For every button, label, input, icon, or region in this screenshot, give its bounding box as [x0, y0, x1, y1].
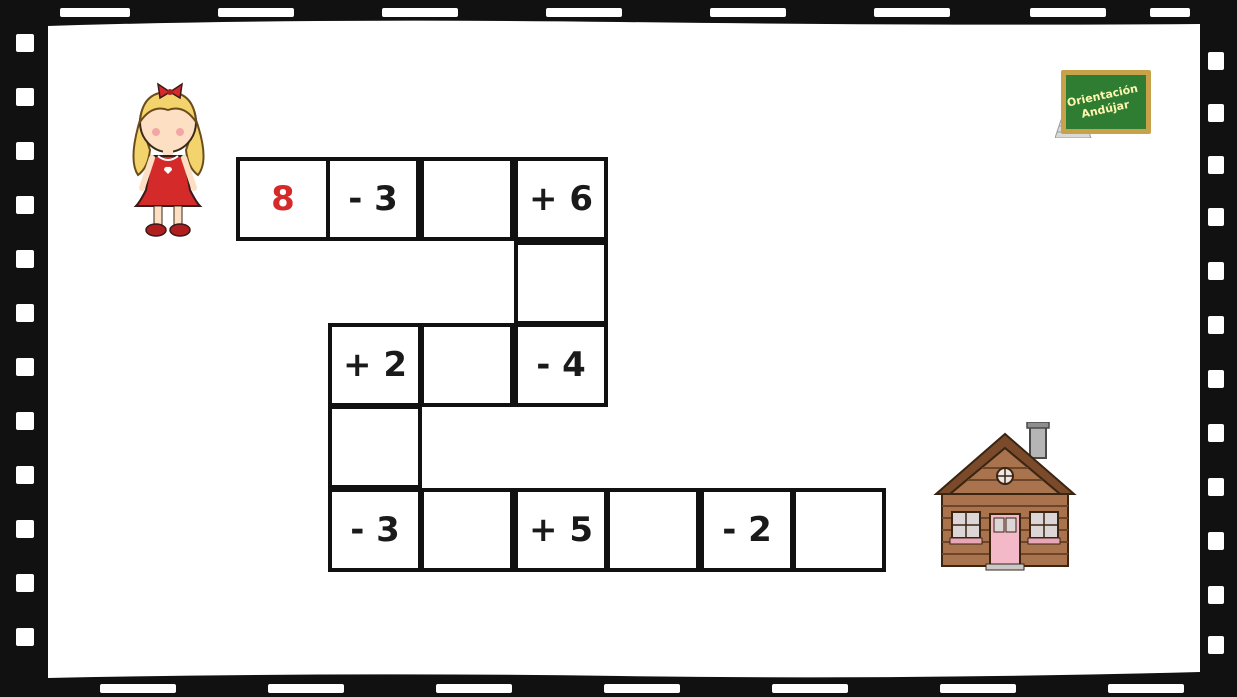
- path-cell-operation[interactable]: + 5: [514, 488, 608, 572]
- path-cell-operation[interactable]: - 3: [326, 157, 420, 241]
- path-cell-answer[interactable]: [420, 323, 514, 407]
- path-cell-answer[interactable]: [420, 488, 514, 572]
- path-cell-operation[interactable]: - 3: [328, 488, 422, 572]
- path-cell-operation[interactable]: - 2: [700, 488, 794, 572]
- girl-icon: [118, 80, 218, 240]
- path-cell-answer[interactable]: [792, 488, 886, 572]
- chalkboard-logo-icon: Orientación Andújar: [1055, 68, 1153, 138]
- path-cell-operation[interactable]: + 2: [328, 323, 422, 407]
- path-cell-answer[interactable]: [420, 157, 514, 241]
- path-cell-start[interactable]: 8: [236, 157, 330, 241]
- path-cell-operation[interactable]: + 6: [514, 157, 608, 241]
- log-cabin-icon: [932, 422, 1078, 572]
- path-cell-answer[interactable]: [606, 488, 700, 572]
- path-cell-answer[interactable]: [328, 405, 422, 489]
- path-cell-answer[interactable]: [514, 241, 608, 325]
- path-cell-operation[interactable]: - 4: [514, 323, 608, 407]
